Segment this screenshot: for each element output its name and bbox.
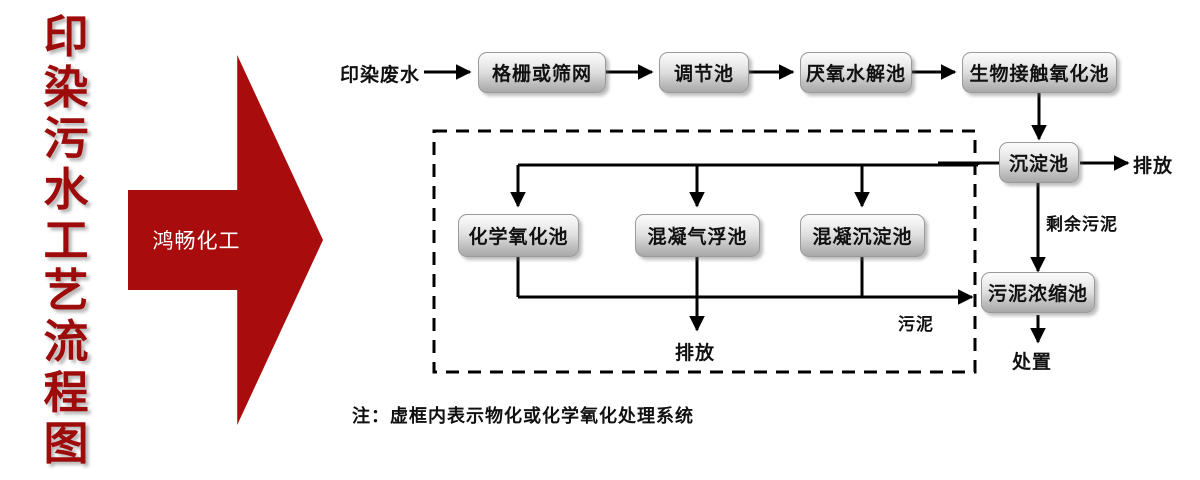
title-char-8: 程 [43, 366, 89, 420]
node-sludge-thickener-label: 污泥浓缩池 [987, 283, 1088, 305]
node-biocontact[interactable]: 生物接触氧化池 [962, 52, 1117, 93]
node-sludge-thickener[interactable]: 污泥浓缩池 [981, 272, 1095, 313]
node-biocontact-label: 生物接触氧化池 [969, 63, 1110, 85]
node-chemical-oxidation[interactable]: 化学氧化池 [458, 214, 579, 257]
node-chemical-oxidation-label: 化学氧化池 [468, 226, 569, 248]
node-coagulation-flotation-label: 混凝气浮池 [647, 226, 748, 248]
diagram-note: 注：虚框内表示物化或化学氧化处理系统 [352, 406, 694, 427]
node-grid-label: 格栅或筛网 [491, 63, 592, 85]
node-anaerobic[interactable]: 厌氧水解池 [800, 52, 912, 93]
inlet-label: 印染废水 [340, 64, 421, 86]
dashed-subsystem-boundary [432, 129, 977, 374]
title-char-6: 艺 [43, 264, 89, 318]
edge-label-sludge: 污泥 [898, 315, 934, 335]
node-anaerobic-label: 厌氧水解池 [805, 63, 906, 85]
node-sediment[interactable]: 沉淀池 [999, 142, 1079, 183]
node-grid[interactable]: 格栅或筛网 [478, 52, 606, 93]
terminal-discharge-right: 排放 [1133, 155, 1174, 177]
node-equalize[interactable]: 调节池 [659, 52, 749, 93]
title-char-3: 污 [43, 111, 89, 165]
terminal-disposal: 处置 [1012, 351, 1053, 373]
edge-label-excess-sludge: 剩余污泥 [1046, 215, 1118, 235]
title-char-5: 工 [43, 213, 89, 267]
node-coagulation-flotation[interactable]: 混凝气浮池 [635, 214, 760, 257]
node-sediment-label: 沉淀池 [1008, 153, 1069, 175]
title-char-1: 印 [43, 10, 89, 63]
title-char-9: 图 [43, 417, 89, 470]
terminal-discharge-bottom: 排放 [675, 342, 716, 364]
node-equalize-label: 调节池 [673, 63, 734, 85]
title-char-7: 流 [43, 315, 89, 369]
title-char-4: 水 [43, 162, 89, 216]
title-char-2: 染 [43, 60, 89, 114]
node-coagulation-sedimentation-label: 混凝沉淀池 [812, 226, 913, 248]
page-title-vertical: 印 染 污 水 工 艺 流 程 图 [18, 14, 114, 466]
node-coagulation-sedimentation[interactable]: 混凝沉淀池 [800, 214, 925, 257]
